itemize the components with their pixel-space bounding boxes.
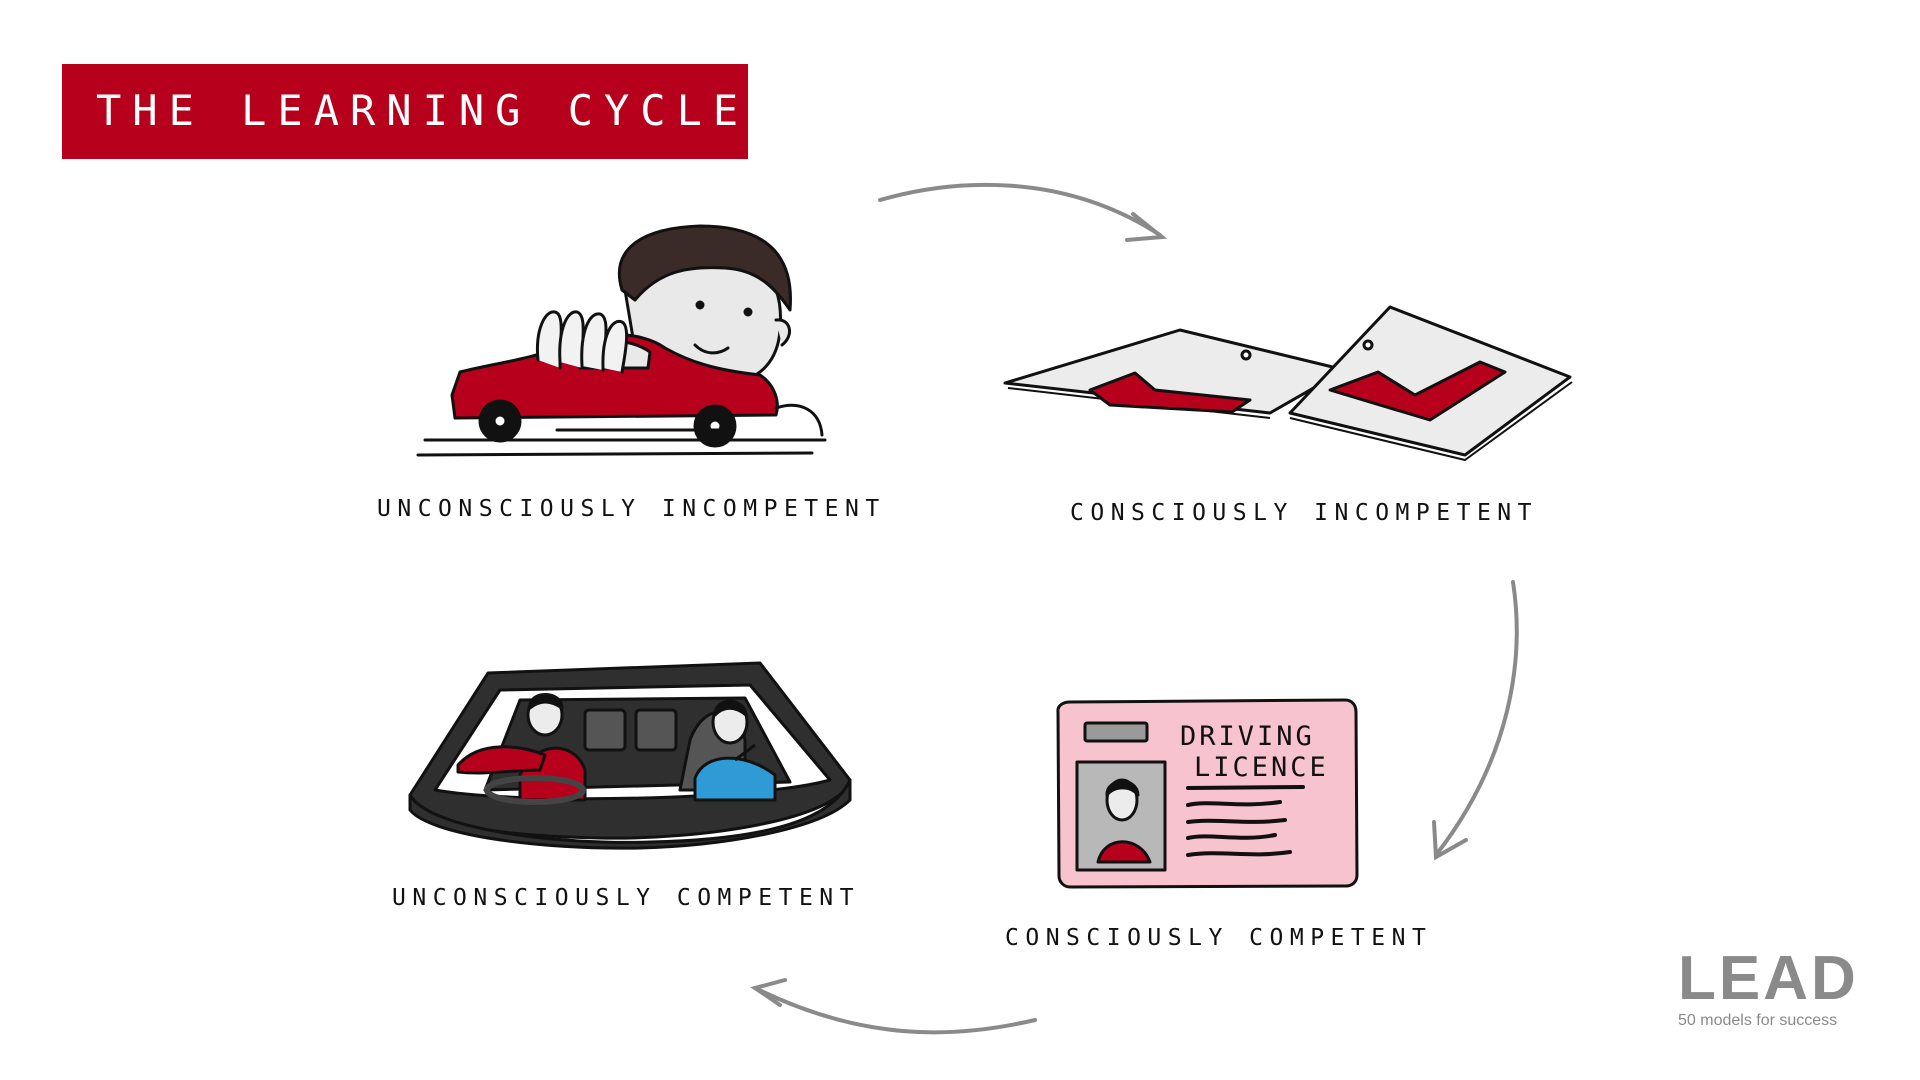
toy-car-illustration	[418, 226, 825, 455]
stage-label-unconsciously-incompetent: UNCONSCIOUSLY INCOMPETENT	[377, 496, 886, 522]
licence-card-illustration: DRIVING LICENCE	[1058, 700, 1357, 887]
licence-title-line1: DRIVING	[1180, 721, 1315, 752]
stage-label-consciously-competent: CONSCIOUSLY COMPETENT	[1005, 925, 1432, 951]
stage-label-unconsciously-competent: UNCONSCIOUSLY COMPETENT	[392, 885, 860, 911]
brand-tagline: 50 models for success	[1678, 1012, 1859, 1030]
brand-name: LEAD	[1678, 948, 1859, 1010]
licence-title-line2: LICENCE	[1194, 752, 1329, 783]
arrow-right	[1434, 582, 1517, 857]
l-plates-illustration	[1005, 307, 1572, 460]
brand-logo: LEAD 50 models for success	[1678, 948, 1859, 1030]
stage-label-consciously-incompetent: CONSCIOUSLY INCOMPETENT	[1070, 500, 1538, 526]
car-interior-illustration	[410, 663, 850, 848]
arrow-top	[880, 185, 1162, 240]
arrow-bottom	[755, 980, 1035, 1032]
